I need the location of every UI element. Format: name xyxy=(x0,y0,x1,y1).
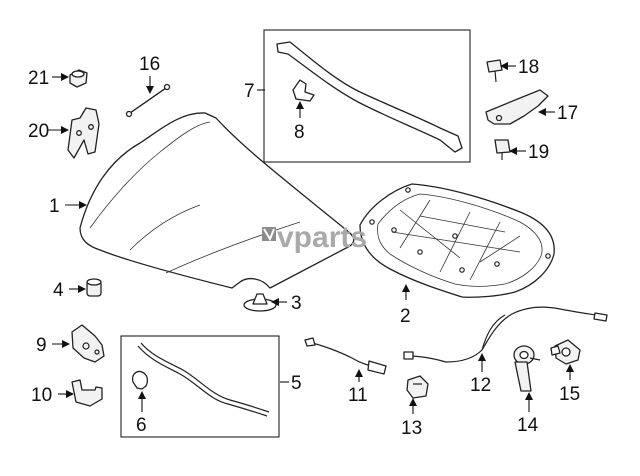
callout-5: 5 xyxy=(291,373,302,394)
hinge-bracket xyxy=(485,89,549,125)
callout-18: 18 xyxy=(518,57,539,78)
callout-14: 14 xyxy=(517,415,539,436)
support-handle xyxy=(513,345,541,392)
callout-16: 16 xyxy=(139,54,160,75)
callout-12: 12 xyxy=(470,375,491,396)
callout-10: 10 xyxy=(31,385,52,406)
hood-lift-support xyxy=(125,83,171,118)
hood-weatherstrip xyxy=(137,342,270,417)
hood-latch xyxy=(71,324,105,363)
seal-box xyxy=(263,29,471,163)
watermark-logo: vparts xyxy=(262,221,367,254)
callout-17: 17 xyxy=(557,103,578,124)
callout-13: 13 xyxy=(401,418,422,439)
leader-lines xyxy=(48,62,574,414)
release-cable-long xyxy=(403,306,608,363)
callout-labels: 1 2 3 4 5 6 7 8 9 10 11 12 13 14 15 16 1… xyxy=(28,54,580,439)
callout-9: 9 xyxy=(36,335,47,356)
callout-7: 7 xyxy=(244,81,255,102)
callout-8: 8 xyxy=(294,122,305,143)
lock-actuator xyxy=(550,339,581,365)
callout-11: 11 xyxy=(348,385,368,406)
bolt-18 xyxy=(486,59,503,83)
callout-15: 15 xyxy=(559,384,580,405)
clip-8 xyxy=(292,79,315,102)
clip-6 xyxy=(131,370,149,390)
hood-insulator xyxy=(359,183,555,298)
callout-21: 21 xyxy=(28,68,49,89)
nut-21 xyxy=(69,69,88,88)
bumper-stop xyxy=(243,293,277,312)
cap xyxy=(86,278,102,297)
latch-bracket xyxy=(71,379,103,407)
hood-hinge xyxy=(67,107,100,159)
callout-2: 2 xyxy=(400,306,411,327)
callout-4: 4 xyxy=(53,280,64,301)
hood-panel xyxy=(79,112,355,289)
callout-20: 20 xyxy=(28,121,49,142)
release-cable xyxy=(304,337,387,375)
callout-1: 1 xyxy=(49,196,60,217)
callout-6: 6 xyxy=(136,415,147,436)
front-seal xyxy=(276,41,463,153)
callout-3: 3 xyxy=(291,293,302,314)
release-handle xyxy=(406,375,429,399)
bolt-19 xyxy=(494,139,511,160)
watermark-text: vparts xyxy=(277,221,367,254)
callout-19: 19 xyxy=(528,142,549,163)
weatherstrip-box xyxy=(120,335,280,438)
